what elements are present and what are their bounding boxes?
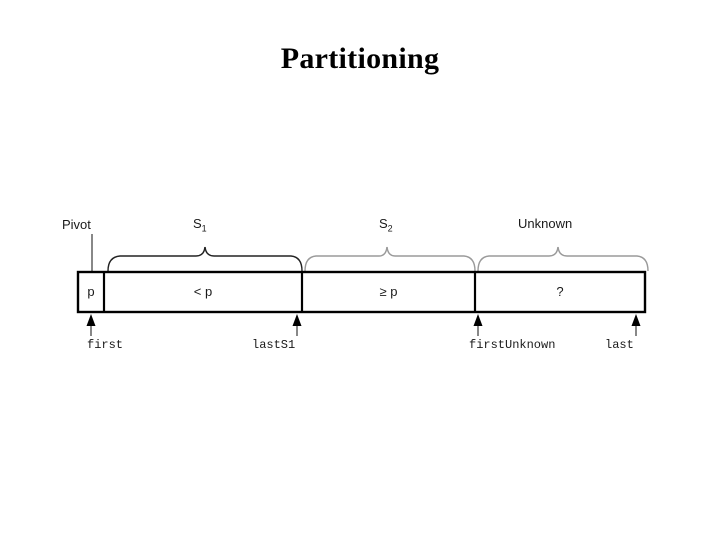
pointer-label-last: last xyxy=(605,338,634,352)
brace-label-s2-text: S xyxy=(379,216,388,231)
pivot-label: Pivot xyxy=(62,217,91,232)
array-cell-unknown: ? xyxy=(556,284,564,299)
brace-label-s1: S1 xyxy=(193,216,207,234)
brace-label-s1-text: S xyxy=(193,216,202,231)
brace-label-unknown: Unknown xyxy=(518,216,573,231)
array-cell-pivot: p xyxy=(87,284,95,299)
brace-s2 xyxy=(304,246,476,272)
pointer-arrow-lastS1 xyxy=(292,314,302,336)
brace-label-s1-subscript: 1 xyxy=(201,223,207,234)
pointer-arrow-firstUnknown xyxy=(473,314,483,336)
array-cell-less-than-p: < p xyxy=(193,284,213,299)
brace-unknown xyxy=(477,246,649,272)
array-box xyxy=(76,270,647,314)
pointer-label-first: first xyxy=(87,338,124,352)
brace-label-s2-subscript: 2 xyxy=(387,223,393,234)
pointer-arrow-first xyxy=(86,314,96,336)
pointer-label-lastS1: lastS1 xyxy=(252,338,296,352)
array-cell-greater-equal-p: ≥ p xyxy=(379,284,398,299)
brace-label-s2: S2 xyxy=(379,216,393,234)
pointer-arrow-last xyxy=(631,314,641,336)
page-title: Partitioning xyxy=(280,42,440,75)
brace-s1 xyxy=(107,246,303,272)
pointer-label-firstUnknown: firstUnknown xyxy=(469,338,556,352)
